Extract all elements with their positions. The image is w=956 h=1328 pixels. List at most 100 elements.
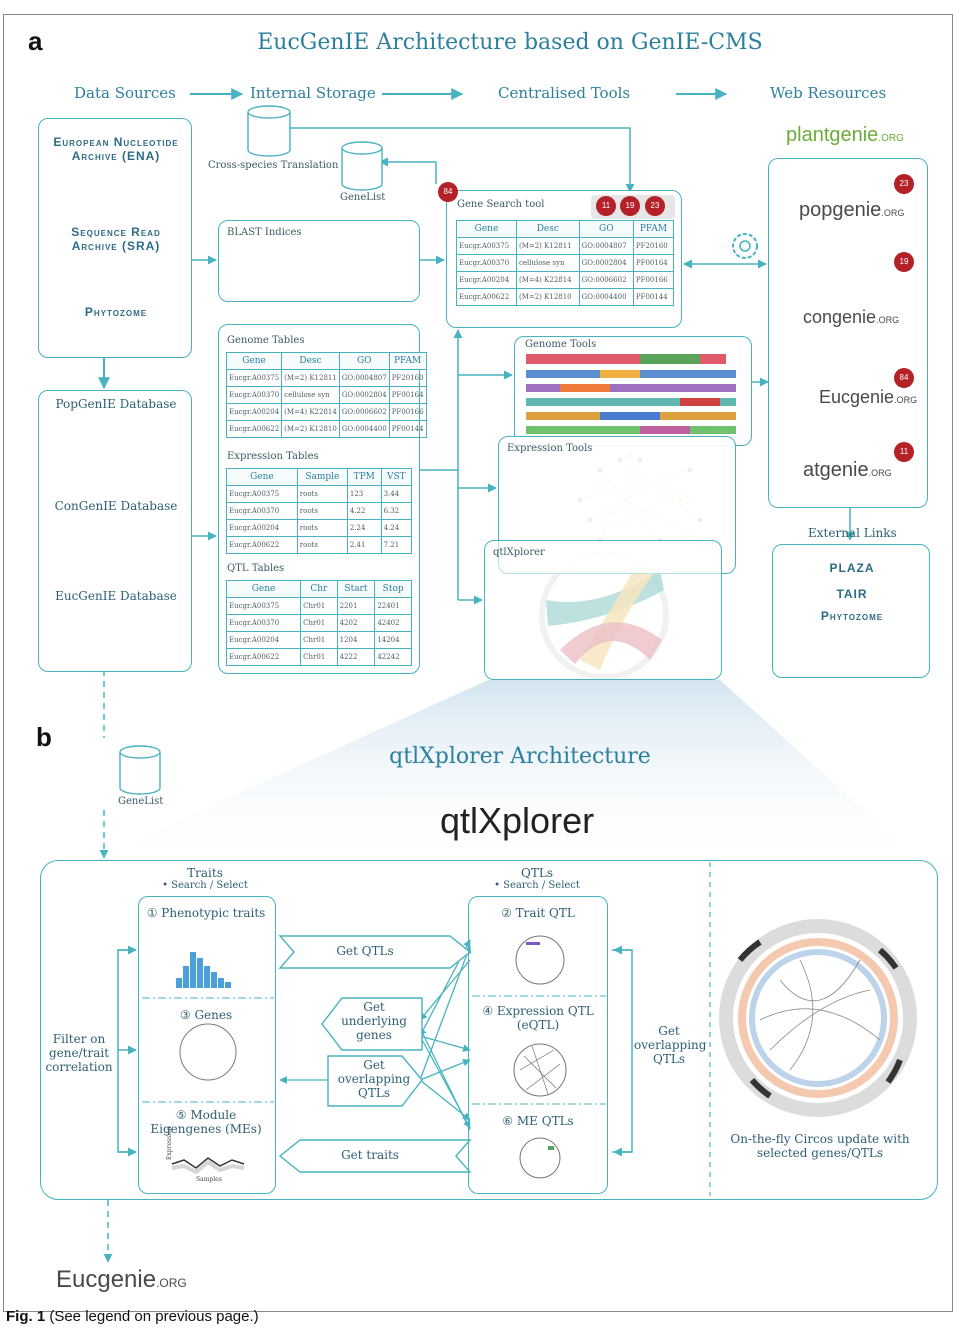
genes-item[interactable]: ③ Genes — [179, 1008, 233, 1022]
plaza-link[interactable]: PLAZA — [829, 561, 875, 575]
table-cell: Eucgr.A00622 — [456, 288, 517, 306]
table-cell: Chr01 — [300, 614, 338, 632]
table-cell: GO:0004807 — [578, 237, 634, 255]
congenie-badge: 19 — [894, 252, 914, 272]
badge-23: 23 — [645, 196, 665, 216]
eigengene-y-axis: Expression — [166, 1126, 173, 1160]
table-cell: Eucgr.A00370 — [225, 386, 283, 404]
filter-label: Filter on gene/trait correlation — [45, 1032, 113, 1074]
table-header-cell: Desc — [281, 352, 340, 370]
table-header-cell: Gene — [456, 220, 517, 238]
get-qtls-action[interactable]: Get QTLs — [336, 944, 394, 958]
panel-b-letter: b — [36, 722, 52, 752]
table-cell: 4.24 — [380, 519, 413, 537]
eucgenie-logo: Eucgenie.ORG — [819, 387, 918, 407]
get-underlying-genes-action[interactable]: Get underlying genes — [341, 1000, 407, 1042]
table-header-cell: GO — [338, 352, 390, 370]
trait-qtl-item[interactable]: ② Trait QTL — [501, 906, 575, 920]
table-cell: 123 — [346, 485, 382, 503]
get-overlapping-qtls-action[interactable]: Get overlapping QTLs — [337, 1058, 411, 1100]
header-centralised-tools: Centralised Tools — [498, 84, 631, 102]
me-qtls-item[interactable]: ⑥ ME QTLs — [502, 1114, 574, 1128]
table-header-cell: Gene — [225, 580, 302, 598]
table-header-cell: Stop — [374, 580, 412, 598]
table-cell: 42242 — [374, 648, 412, 666]
table-cell: Eucgr.A00204 — [225, 403, 283, 421]
eucgenie-footer-logo: Eucgenie.ORG — [56, 1266, 187, 1293]
atgenie-logo: atgenie.ORG — [803, 459, 892, 481]
table-cell: cellulose syn — [281, 386, 340, 404]
table-cell: Chr01 — [300, 648, 338, 666]
table-header-cell: TPM — [346, 468, 382, 486]
circos-caption: On-the-fly Circos update with selected g… — [730, 1132, 910, 1160]
table-cell: 4.22 — [346, 502, 382, 520]
phenotypic-traits-item[interactable]: ① Phenotypic traits — [146, 906, 266, 920]
traits-column-box — [138, 896, 276, 1194]
table-cell: 6.32 — [380, 502, 413, 520]
figure-frame — [3, 14, 953, 1312]
expression-tools-title: Expression Tools — [507, 443, 593, 454]
data-sources-box: European Nucleotide Archive (ENA) Sequen… — [38, 118, 192, 358]
qtlxplorer-tool-box: qtlXplorer — [484, 540, 722, 680]
panel-a-letter: a — [28, 26, 43, 56]
genelist-b-label: GeneList — [118, 796, 164, 807]
table-cell: Eucgr.A00622 — [225, 648, 302, 666]
panel-b-title: qtlXplorer Architecture — [389, 744, 651, 769]
table-cell: Chr01 — [300, 631, 338, 649]
qtlxplorer-tool-title: qtlXplorer — [493, 547, 545, 558]
table-cell: 3.44 — [380, 485, 413, 503]
table-cell: 2.41 — [346, 536, 382, 554]
tair-link[interactable]: TAIR — [836, 587, 868, 601]
get-overlapping-qtls-right[interactable]: Get overlapping QTLs — [634, 1024, 707, 1066]
table-cell: GO:0004400 — [338, 420, 390, 438]
qtls-column-box — [468, 896, 608, 1194]
table-header-cell: PFAM — [388, 352, 427, 370]
badge-19: 19 — [620, 196, 640, 216]
table-cell: 4222 — [336, 648, 376, 666]
table-cell: (M=2) K12810 — [281, 420, 340, 438]
module-eigengenes-item[interactable]: ⑤ Module Eigengenes (MEs) — [150, 1108, 262, 1136]
table-cell: PF20160 — [632, 237, 675, 255]
eigengene-x-axis: Samples — [196, 1176, 222, 1183]
external-links-title: External Links — [808, 526, 897, 540]
table-cell: GO:0006602 — [338, 403, 390, 421]
atgenie-badge: 11 — [894, 442, 914, 462]
table-header-cell: GO — [578, 220, 634, 238]
qtlxplorer-architecture-box — [40, 860, 938, 1200]
phytozome-label: Phytozome — [84, 305, 148, 319]
qtls-sub: • Search / Select — [494, 880, 580, 891]
expression-qtl-item[interactable]: ④ Expression QTL (eQTL) — [482, 1004, 594, 1032]
traits-sub: • Search / Select — [162, 880, 248, 891]
table-header-cell: Chr — [300, 580, 338, 598]
phytozome-link[interactable]: Phytozome — [820, 609, 884, 623]
get-traits-action[interactable]: Get traits — [341, 1148, 399, 1162]
table-cell: roots — [296, 485, 348, 503]
genome-tools-box: Genome Tools — [514, 336, 752, 446]
table-cell: PF00144 — [388, 420, 427, 438]
table-cell: Chr01 — [300, 597, 338, 615]
table-header-cell: Start — [336, 580, 376, 598]
traits-header: Traits — [187, 866, 223, 880]
table-cell: 2201 — [336, 597, 376, 615]
table-cell: Eucgr.A00375 — [456, 237, 517, 255]
popgenie-logo: popgenie.ORG — [799, 199, 905, 221]
cross-species-label: Cross-species Translation — [208, 160, 339, 171]
table-cell: 1204 — [336, 631, 376, 649]
table-header-cell: Sample — [296, 468, 348, 486]
table-cell: roots — [296, 519, 348, 537]
header-data-sources: Data Sources — [74, 84, 176, 102]
table-cell: Eucgr.A00622 — [225, 420, 283, 438]
table-cell: GO:0006602 — [578, 271, 634, 289]
table-cell: Eucgr.A00204 — [456, 271, 517, 289]
blast-indices-box: BLAST Indices — [218, 220, 420, 302]
